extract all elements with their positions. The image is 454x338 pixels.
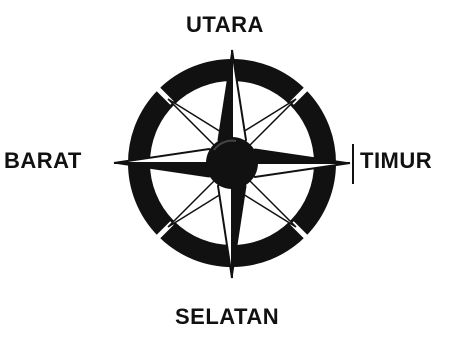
direction-label-north: UTARA — [186, 14, 264, 36]
direction-label-south: SELATAN — [175, 306, 279, 328]
direction-label-west: BARAT — [4, 150, 82, 172]
east-tick-mark — [352, 144, 354, 184]
compass-center-hub — [206, 137, 258, 189]
direction-label-east: TIMUR — [360, 150, 432, 172]
